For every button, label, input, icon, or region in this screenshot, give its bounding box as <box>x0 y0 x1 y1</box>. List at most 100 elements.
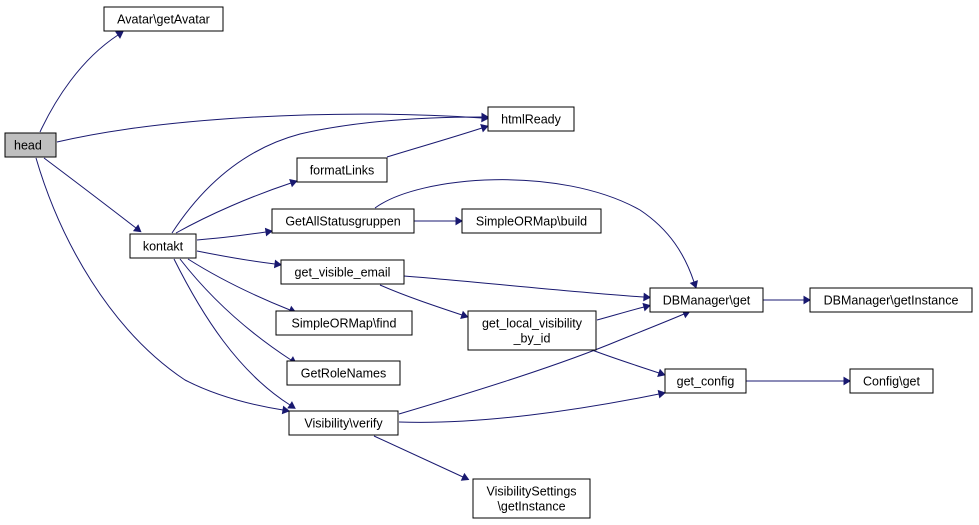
edge-getVisibleEmail-to-dbManagerGet <box>403 275 651 302</box>
edge-line <box>187 258 291 311</box>
node-label: Avatar\getAvatar <box>117 13 210 27</box>
node-visibilityVerify[interactable]: Visibility\verify <box>288 410 399 436</box>
edge-arrowhead <box>115 31 124 39</box>
node-box <box>809 287 973 313</box>
edge-arrowhead <box>132 224 142 233</box>
edges-layer <box>35 31 851 481</box>
edge-line <box>35 157 284 411</box>
edge-line <box>179 258 292 361</box>
node-getRoleNames[interactable]: GetRoleNames <box>286 360 401 386</box>
edge-kontakt-to-visibilityVerify <box>173 258 296 409</box>
node-box <box>4 132 57 158</box>
node-label: Config\get <box>863 375 921 389</box>
edge-arrowhead <box>460 310 469 319</box>
node-dbManagerGetInstance[interactable]: DBManager\getInstance <box>809 287 973 313</box>
node-getLocalVisibility[interactable]: get_local_visibility_by_id <box>467 310 597 351</box>
edge-dbManagerGet-to-dbManagerGetInstance <box>762 295 811 305</box>
node-box <box>472 478 591 519</box>
edge-line <box>196 231 267 241</box>
edge-arrowhead <box>289 179 298 188</box>
edge-line <box>39 34 119 133</box>
edge-arrowhead <box>657 368 666 377</box>
node-label: \getInstance <box>497 500 565 514</box>
node-label: get_visible_email <box>295 266 391 280</box>
edge-arrowhead <box>657 389 666 399</box>
node-label: SimpleORMap\build <box>476 215 587 229</box>
node-box <box>296 157 388 183</box>
edge-line <box>386 127 483 158</box>
node-label: DBManager\get <box>663 294 751 308</box>
node-label: _by_id <box>513 332 551 346</box>
node-box <box>664 368 747 394</box>
edge-visibilityVerify-to-getConfig <box>398 389 666 423</box>
node-box <box>271 208 415 234</box>
edge-arrowhead <box>642 302 651 312</box>
node-box <box>487 106 575 132</box>
node-label: DBManager\getInstance <box>824 294 959 308</box>
edge-kontakt-to-getVisibleEmail <box>196 250 282 269</box>
edge-line <box>173 258 291 406</box>
edge-line <box>596 306 645 321</box>
edge-arrowhead <box>281 405 290 415</box>
node-label: formatLinks <box>310 164 375 178</box>
node-box <box>275 310 413 336</box>
edge-head-to-getAvatar <box>39 31 124 133</box>
node-formatLinks[interactable]: formatLinks <box>296 157 388 183</box>
edge-line <box>43 157 137 229</box>
edge-getAllStatusgruppen-to-simpleOrmapBuild <box>414 216 463 226</box>
node-box <box>280 259 405 285</box>
node-label: htmlReady <box>501 113 561 127</box>
node-getAllStatusgruppen[interactable]: GetAllStatusgruppen <box>271 208 415 234</box>
edge-arrowhead <box>803 295 811 305</box>
edge-getAllStatusgruppen-to-dbManagerGet <box>374 179 698 289</box>
edge-head-to-kontakt <box>43 157 142 233</box>
node-label: GetRoleNames <box>301 367 386 381</box>
node-box <box>286 360 401 386</box>
edge-getLocalVisibility-to-getConfig <box>591 349 666 377</box>
edge-kontakt-to-formatLinks <box>175 179 298 234</box>
edge-arrowhead <box>480 123 489 133</box>
node-label: head <box>14 139 42 153</box>
edge-visibilityVerify-to-visibilitySettingsGetInstance <box>373 435 470 481</box>
edge-line <box>196 250 276 265</box>
edge-line <box>373 435 464 478</box>
node-configGet[interactable]: Config\get <box>849 368 934 394</box>
edge-formatLinks-to-htmlReady <box>386 123 489 158</box>
edge-line <box>591 349 660 374</box>
edge-head-to-visibilityVerify <box>35 157 290 415</box>
node-simpleOrmapFind[interactable]: SimpleORMap\find <box>275 310 413 336</box>
edge-arrowhead <box>287 401 296 409</box>
edge-kontakt-to-simpleOrmapFind <box>187 258 297 314</box>
edge-getLocalVisibility-to-dbManagerGet <box>596 302 651 321</box>
edge-kontakt-to-htmlReady <box>171 112 489 234</box>
node-htmlReady[interactable]: htmlReady <box>487 106 575 132</box>
node-box <box>849 368 934 394</box>
edge-arrowhead <box>689 280 698 289</box>
edge-kontakt-to-getAllStatusgruppen <box>196 227 273 241</box>
node-visibilitySettingsGetInstance[interactable]: VisibilitySettings\getInstance <box>472 478 591 519</box>
edge-line <box>398 313 685 415</box>
node-label: Visibility\verify <box>304 417 383 431</box>
node-dbManagerGet[interactable]: DBManager\get <box>649 287 764 313</box>
edge-arrowhead <box>643 292 651 302</box>
edge-line <box>56 113 483 143</box>
node-box <box>103 6 224 32</box>
edge-arrowhead <box>481 112 489 122</box>
edge-arrowhead <box>843 376 851 386</box>
node-getVisibleEmail[interactable]: get_visible_email <box>280 259 405 285</box>
node-head[interactable]: head <box>4 132 57 158</box>
node-label: get_config <box>677 375 735 389</box>
node-simpleOrmapBuild[interactable]: SimpleORMap\build <box>461 208 602 234</box>
node-kontakt[interactable]: kontakt <box>129 233 197 259</box>
node-box <box>467 310 597 351</box>
edge-line <box>374 179 695 283</box>
edge-arrowhead <box>460 472 470 481</box>
node-getConfig[interactable]: get_config <box>664 368 747 394</box>
node-label: GetAllStatusgruppen <box>285 215 400 229</box>
node-label: get_local_visibility <box>482 317 583 331</box>
node-box <box>461 208 602 234</box>
edge-line <box>398 393 660 423</box>
node-getAvatar[interactable]: Avatar\getAvatar <box>103 6 224 32</box>
edge-arrowhead <box>264 227 273 237</box>
node-box <box>129 233 197 259</box>
